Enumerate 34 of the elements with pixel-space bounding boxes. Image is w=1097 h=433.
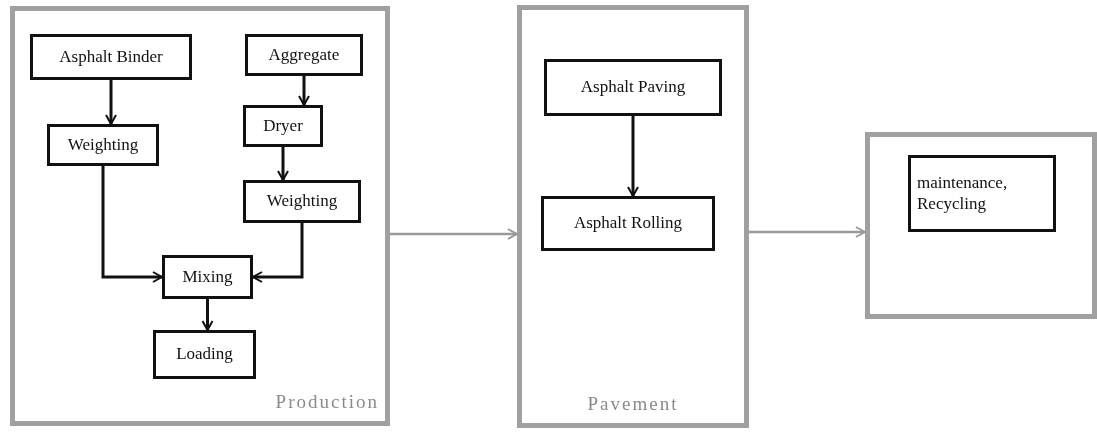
arrow	[101, 166, 163, 283]
step-label: Weighting	[67, 134, 139, 156]
step-label: Aggregate	[268, 44, 340, 66]
process-box	[243, 180, 361, 223]
step-label: Mixing	[182, 266, 233, 288]
stage-label: Production	[275, 391, 379, 413]
arrow	[627, 116, 639, 197]
arrow	[749, 226, 866, 238]
arrow	[105, 80, 117, 125]
process-box	[30, 34, 192, 80]
process-box	[245, 34, 363, 76]
arrow	[277, 147, 289, 181]
process-box	[908, 155, 1056, 232]
step-label: maintenance, Recycling	[917, 173, 1009, 214]
step-label: Asphalt Rolling	[573, 213, 683, 234]
arrow	[298, 76, 310, 106]
process-box	[541, 196, 715, 251]
stage-label: Pavement	[586, 393, 680, 415]
stage-panel	[10, 6, 390, 426]
stage-panel	[865, 132, 1097, 319]
process-box	[47, 124, 159, 166]
process-box	[544, 59, 722, 116]
arrow	[201, 299, 214, 331]
step-label: Loading	[176, 344, 233, 365]
step-label: Asphalt Paving	[580, 77, 686, 98]
process-box	[153, 330, 256, 379]
step-label: Dryer	[263, 115, 303, 137]
step-label: Asphalt Binder	[59, 46, 163, 68]
process-box	[162, 255, 253, 299]
arrow	[390, 228, 518, 240]
arrow	[252, 223, 304, 283]
stage-panel	[517, 5, 749, 428]
step-label: Weighting	[266, 191, 338, 212]
process-box	[243, 105, 323, 147]
